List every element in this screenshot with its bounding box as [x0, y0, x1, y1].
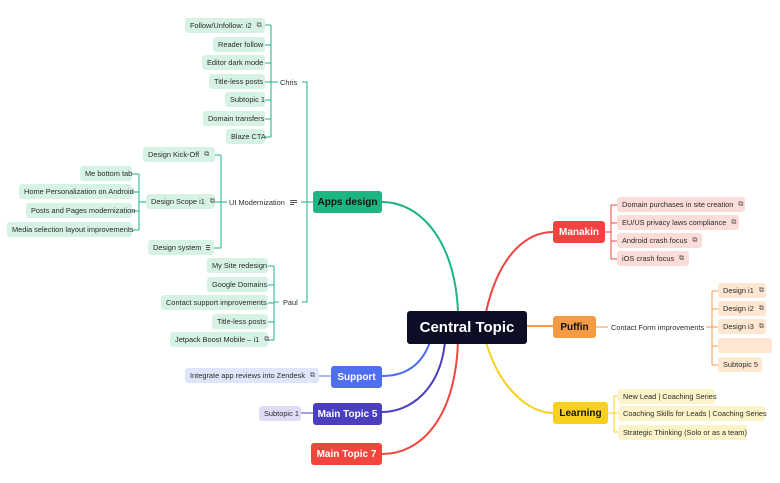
item-label: Design i1	[723, 286, 754, 295]
learning-item-strategic-thinking[interactable]: Strategic Thinking (Solo or as a team)	[618, 425, 747, 440]
chris-item-follow[interactable]: Follow/Unfollow: i2 ⧉	[185, 18, 265, 33]
main-topic-learning[interactable]: Learning	[553, 402, 608, 424]
item-label: Design Kick-Off	[148, 150, 200, 159]
item-label: Design i3	[723, 322, 754, 331]
puffin-item-design-1[interactable]: Design i1 ⧉	[718, 283, 766, 298]
puffin-item-design-3[interactable]: Design i3 ⧉	[718, 319, 766, 334]
notes-icon[interactable]	[206, 244, 211, 251]
item-label: UI Modernization	[229, 198, 285, 207]
paul-item-titleless[interactable]: Title-less posts	[212, 314, 268, 329]
subtopic-chris[interactable]: Chris	[278, 75, 300, 90]
puffin-item-empty[interactable]	[718, 338, 772, 353]
chris-item-domain-transfers[interactable]: Domain transfers	[203, 111, 265, 126]
manakin-item-ios-crash[interactable]: iOS crash focus ⧉	[617, 251, 689, 266]
external-link-icon[interactable]: ⧉	[758, 304, 764, 312]
paul-item-google-domains[interactable]: Google Domains	[207, 277, 268, 292]
design-system[interactable]: Design system	[148, 240, 214, 255]
subtopic-ui-modernization[interactable]: UI Modernization	[227, 195, 299, 210]
puffin-item-subtopic-5[interactable]: Subtopic 5	[718, 357, 762, 372]
manakin-item-android-crash[interactable]: Android crash focus ⧉	[617, 233, 702, 248]
item-label: EU/US privacy laws compliance	[622, 218, 727, 227]
item-label: Jetpack Boost Mobile – i1	[175, 335, 260, 344]
puffin-contact-form[interactable]: Contact Form improvements	[609, 320, 707, 335]
main-topic-manakin[interactable]: Manakin	[553, 221, 605, 243]
paul-item-jetpack-boost[interactable]: Jetpack Boost Mobile – i1 ⧉	[170, 332, 270, 347]
scope-item-me-tab[interactable]: Me bottom tab	[80, 166, 132, 181]
external-link-icon[interactable]: ⧉	[264, 335, 270, 343]
external-link-icon[interactable]: ⧉	[738, 200, 744, 208]
puffin-item-design-2[interactable]: Design i2 ⧉	[718, 301, 766, 316]
paul-item-contact-support[interactable]: Contact support improvements	[161, 295, 268, 310]
item-label: Design i2	[723, 304, 754, 313]
main-topic-7[interactable]: Main Topic 7	[311, 443, 382, 465]
item-label: Design system	[153, 243, 202, 252]
chris-item-reader-follow[interactable]: Reader follow	[213, 37, 265, 52]
external-link-icon[interactable]: ⧉	[204, 150, 210, 158]
learning-item-coaching-skills[interactable]: Coaching Skills for Leads | Coaching Ser…	[618, 406, 767, 421]
paul-item-my-site[interactable]: My Site redesign	[207, 258, 268, 273]
scope-item-home-personalization[interactable]: Home Personalization on Android	[19, 184, 134, 199]
chris-item-blaze[interactable]: Blaze CTA	[226, 129, 266, 144]
main-topic-puffin[interactable]: Puffin	[553, 316, 596, 338]
main-topic-5[interactable]: Main Topic 5	[313, 403, 382, 425]
main-topic-5-subtopic[interactable]: Subtopic 1	[259, 406, 301, 421]
chris-item-dark-mode[interactable]: Editor dark mode	[202, 55, 265, 70]
central-topic[interactable]: Central Topic	[407, 311, 527, 344]
design-kickoff[interactable]: Design Kick-Off ⧉	[143, 147, 215, 162]
external-link-icon[interactable]: ⧉	[692, 236, 698, 244]
main-topic-apps-design[interactable]: Apps design	[313, 191, 382, 213]
manakin-item-domain-purchases[interactable]: Domain purchases in site creation ⧉	[617, 197, 745, 212]
external-link-icon[interactable]: ⧉	[758, 286, 764, 294]
subtopic-paul[interactable]: Paul	[281, 295, 300, 310]
item-label: Android crash focus	[622, 236, 688, 245]
external-link-icon[interactable]: ⧉	[679, 254, 685, 262]
external-link-icon[interactable]: ⧉	[731, 218, 737, 226]
support-item-zendesk[interactable]: Integrate app reviews into Zendesk ⧉	[185, 368, 319, 383]
item-label: Domain purchases in site creation	[622, 200, 734, 209]
learning-item-new-lead[interactable]: New Lead | Coaching Series	[618, 389, 717, 404]
scope-item-media-selection[interactable]: Media selection layout improvements	[7, 222, 134, 237]
scope-item-posts-pages[interactable]: Posts and Pages modernization	[26, 203, 135, 218]
item-label: Design Scope i1	[151, 197, 205, 206]
chris-item-titleless[interactable]: Title-less posts	[209, 74, 265, 89]
external-link-icon[interactable]: ⧉	[310, 371, 316, 379]
design-scope[interactable]: Design Scope i1 ⧉	[146, 194, 215, 209]
chris-item-subtopic[interactable]: Subtopic 1	[225, 92, 265, 107]
notes-icon[interactable]	[289, 199, 297, 206]
external-link-icon[interactable]: ⧉	[758, 322, 764, 330]
item-label: Follow/Unfollow: i2	[190, 21, 252, 30]
external-link-icon[interactable]: ⧉	[256, 21, 262, 29]
main-topic-support[interactable]: Support	[331, 366, 382, 388]
item-label: iOS crash focus	[622, 254, 675, 263]
manakin-item-privacy-laws[interactable]: EU/US privacy laws compliance ⧉	[617, 215, 739, 230]
item-label: Integrate app reviews into Zendesk	[190, 371, 306, 380]
external-link-icon[interactable]: ⧉	[209, 197, 215, 205]
